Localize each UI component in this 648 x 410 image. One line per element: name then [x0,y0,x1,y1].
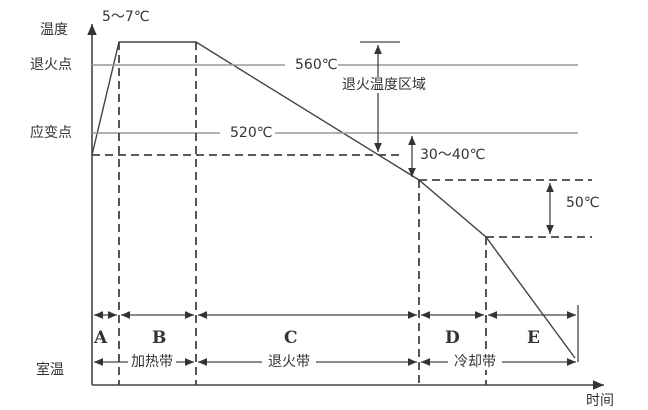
annealing-band-label: 退火带 [262,354,316,370]
annealing-zone-label: 退火温度区域 [342,77,426,93]
soak-delta-label: 5～7℃ [102,9,150,25]
strain-point-label: 应变点 [30,125,72,141]
range-50-label: 50℃ [566,195,600,211]
strain-temp-label: 520℃ [230,125,273,141]
section-c: C [284,328,298,348]
section-d: D [445,328,460,348]
temperature-curve [91,41,576,359]
x-axis-label: 时间 [586,393,614,409]
heating-band-label: 加热带 [128,354,176,370]
range-30-40-label: 30～40℃ [420,147,486,163]
room-temp-label: 室温 [36,362,64,378]
section-b: B [152,328,167,348]
annealing-point-label: 退火点 [30,57,72,73]
cooling-band-label: 冷却带 [448,354,502,370]
y-axis-label: 温度 [40,22,68,38]
section-e: E [527,328,540,348]
section-a: A [94,328,108,348]
annealing-temp-label: 560℃ [295,57,338,73]
